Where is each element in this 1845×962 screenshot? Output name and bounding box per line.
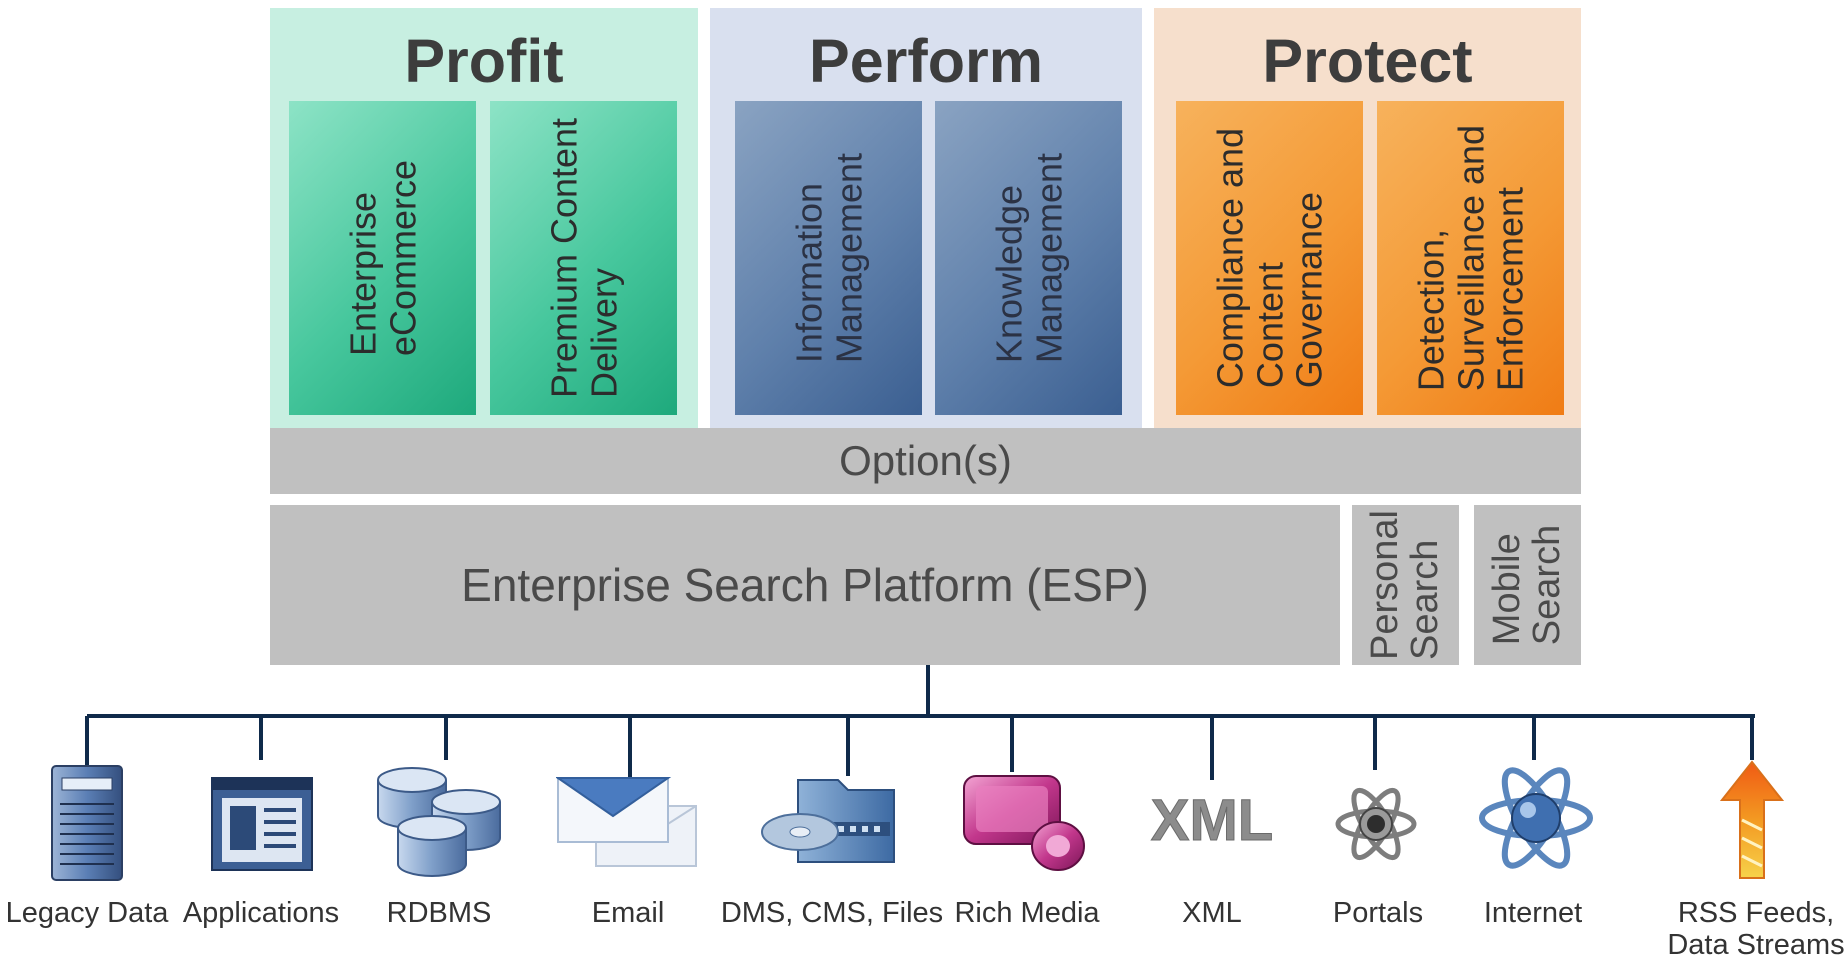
source-label-portals: Portals xyxy=(1332,897,1424,929)
server-icon xyxy=(51,765,123,881)
options-bar: Option(s) xyxy=(270,428,1581,494)
esp-bar: Enterprise Search Platform (ESP) xyxy=(270,505,1340,665)
atom-globe-icon xyxy=(1479,767,1593,869)
folder-disc-icon xyxy=(761,779,895,863)
source-label-xml: XML xyxy=(1182,897,1242,929)
arrow-up-icon xyxy=(1720,760,1784,879)
source-label-rdbms: RDBMS xyxy=(386,897,492,929)
media-player-icon xyxy=(963,775,1085,871)
xml-icon: XML xyxy=(1150,790,1273,850)
envelope-icon xyxy=(556,777,697,867)
source-label-rich-media: Rich Media xyxy=(954,897,1100,929)
source-label-email: Email xyxy=(591,897,665,929)
application-window-icon xyxy=(211,777,313,871)
source-label-rss: RSS Feeds, Data Streams xyxy=(1667,897,1845,962)
source-label-applications: Applications xyxy=(182,897,340,929)
label-line: Data Streams xyxy=(1667,928,1845,961)
protect-title: Protect xyxy=(1262,27,1473,95)
source-label-internet: Internet xyxy=(1483,897,1583,929)
svg-text:XML: XML xyxy=(1151,790,1273,850)
label-line: RSS Feeds, xyxy=(1677,897,1835,929)
database-icon xyxy=(377,767,501,877)
perform-title: Perform xyxy=(809,27,1043,95)
source-label-dms: DMS, CMS, Files xyxy=(720,897,944,929)
atom-small-icon xyxy=(1335,787,1417,861)
profit-title: Profit xyxy=(404,27,564,95)
source-label-legacy-data: Legacy Data xyxy=(5,897,169,929)
